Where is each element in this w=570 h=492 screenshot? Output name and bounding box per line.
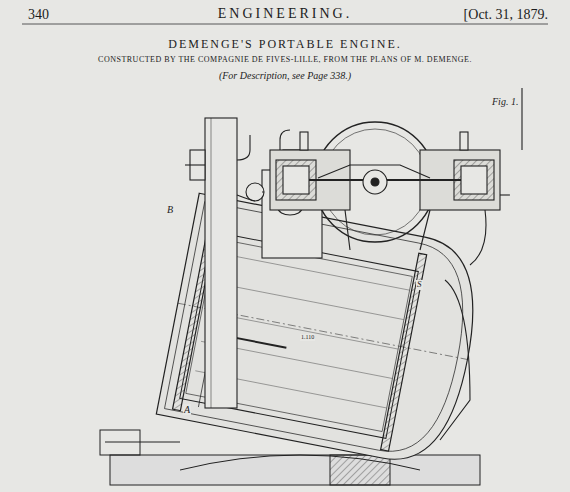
callout-letter: A bbox=[183, 404, 191, 415]
issue-date: [Oct. 31, 1879. bbox=[464, 7, 548, 22]
page-number: 340 bbox=[28, 7, 49, 22]
steam-dome bbox=[237, 130, 322, 258]
chimney bbox=[185, 118, 237, 408]
cylinders bbox=[270, 88, 522, 440]
callout-letter: B bbox=[166, 204, 174, 215]
subtitle: CONSTRUCTED BY THE COMPAGNIE DE FIVES-LI… bbox=[98, 56, 472, 65]
journal-name: ENGINEERING. bbox=[218, 6, 352, 21]
description-note: (For Description, see Page 338.) bbox=[219, 70, 351, 81]
page-title: DEMENGE'S PORTABLE ENGINE. bbox=[168, 38, 401, 51]
callout-letter: S bbox=[416, 280, 423, 290]
figure-number: Fig. 1. bbox=[492, 96, 518, 107]
dimension-label: 1.110 bbox=[300, 334, 315, 341]
header-rule bbox=[22, 24, 548, 25]
